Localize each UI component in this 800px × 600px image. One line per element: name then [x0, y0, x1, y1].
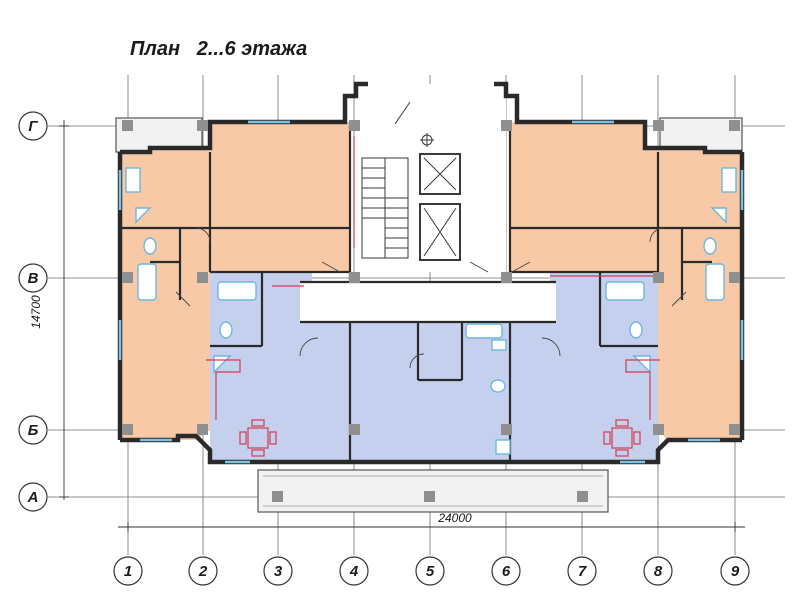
- sink-center: [491, 339, 507, 351]
- elevator-shaft-1: [419, 153, 461, 195]
- axis-marker-6: [491, 556, 521, 586]
- axis-label-4: 4: [349, 563, 359, 580]
- column-3a: [272, 491, 283, 502]
- sink-corner-east-2: [710, 207, 727, 224]
- axis-marker-8: [643, 556, 673, 586]
- counter-west: [206, 359, 241, 420]
- column-6b: [501, 424, 512, 435]
- column-2v: [197, 272, 208, 283]
- stove-west: [125, 167, 141, 193]
- axis-label-b: Б: [28, 422, 39, 439]
- counter-east: [625, 359, 660, 420]
- apartments: [120, 84, 742, 462]
- axis-marker-2: [188, 556, 218, 586]
- column-9b: [729, 424, 740, 435]
- column-4v: [349, 272, 360, 283]
- column-8b: [653, 424, 664, 435]
- column-4g: [349, 120, 360, 131]
- column-1v: [122, 272, 133, 283]
- plan-title: План 2...6 этажа: [130, 38, 308, 60]
- structural-columns: [122, 120, 740, 502]
- table-east: [611, 427, 633, 449]
- axis-label-9: 9: [731, 563, 740, 580]
- axis-marker-g: [18, 111, 48, 141]
- toilet-west-2: [143, 237, 157, 255]
- axis-marker-4: [339, 556, 369, 586]
- axis-label-3: 3: [274, 563, 283, 580]
- axis-label-5: 5: [426, 563, 435, 580]
- column-4b: [349, 424, 360, 435]
- axis-marker-7: [567, 556, 597, 586]
- column-2g: [197, 120, 208, 131]
- stair-arrow: [394, 101, 411, 125]
- column-5a: [424, 491, 435, 502]
- column-8g: [653, 120, 664, 131]
- toilet-west: [219, 321, 233, 339]
- axis-marker-3: [263, 556, 293, 586]
- apartment-south-center-blue: [350, 322, 510, 462]
- bathtub-west: [217, 281, 257, 301]
- axis-label-8: 8: [654, 563, 663, 580]
- windows: [118, 120, 744, 464]
- apartment-south-east-blue: [510, 272, 658, 462]
- dimension-lines: [59, 120, 745, 532]
- bathtub-center: [465, 323, 503, 339]
- loggias: [115, 117, 743, 513]
- axis-marker-9: [720, 556, 750, 586]
- dining-tables: [239, 419, 641, 457]
- corridor: [300, 282, 556, 322]
- stair-core: [361, 101, 461, 261]
- axis-label-7: 7: [578, 563, 587, 580]
- bathtub-east: [605, 281, 645, 301]
- bathtub-east-2: [705, 263, 725, 301]
- axis-label-1: 1: [124, 563, 132, 580]
- axis-marker-1: [113, 556, 143, 586]
- column-9v: [729, 272, 740, 283]
- column-9g: [729, 120, 740, 131]
- column-1b: [122, 424, 133, 435]
- doors: [175, 227, 687, 369]
- toilet-center: [490, 379, 506, 393]
- toilet-east: [629, 321, 643, 339]
- stove-center: [495, 439, 511, 455]
- axis-marker-v: [18, 263, 48, 293]
- elevator-shaft-2: [419, 203, 461, 261]
- column-1g: [122, 120, 133, 131]
- axis-label-a: А: [27, 489, 39, 506]
- column-2b: [197, 424, 208, 435]
- outer-wall-south: [120, 433, 742, 465]
- axis-marker-5: [415, 556, 445, 586]
- row-axis-markers: Г В Б А: [18, 111, 48, 512]
- axis-label-2: 2: [198, 563, 208, 580]
- sink-corner-west-2: [135, 207, 152, 224]
- apartment-south-west-blue: [210, 272, 350, 462]
- column-6v: [501, 272, 512, 283]
- apartment-east-orange: [510, 122, 742, 440]
- kitchen-counters: [206, 136, 660, 420]
- axis-marker-a: [18, 482, 48, 512]
- interior-walls: [120, 122, 742, 462]
- axis-marker-b: [18, 415, 48, 445]
- apartment-west-orange: [120, 122, 350, 440]
- axis-label-6: 6: [502, 563, 511, 580]
- column-6g: [501, 120, 512, 131]
- column-axis-markers: 1 2 3 4 5 6 7 8 9: [113, 556, 750, 586]
- bathtub-west-2: [137, 263, 157, 301]
- axis-label-g: Г: [28, 118, 38, 135]
- width-dimension-label: 24000: [437, 511, 472, 525]
- column-8v: [653, 272, 664, 283]
- axis-label-v: В: [28, 270, 39, 287]
- table-west: [247, 427, 269, 449]
- column-7a: [577, 491, 588, 502]
- toilet-east-2: [703, 237, 717, 255]
- stove-east: [721, 167, 737, 193]
- depth-dimension-label: 14700: [29, 295, 43, 329]
